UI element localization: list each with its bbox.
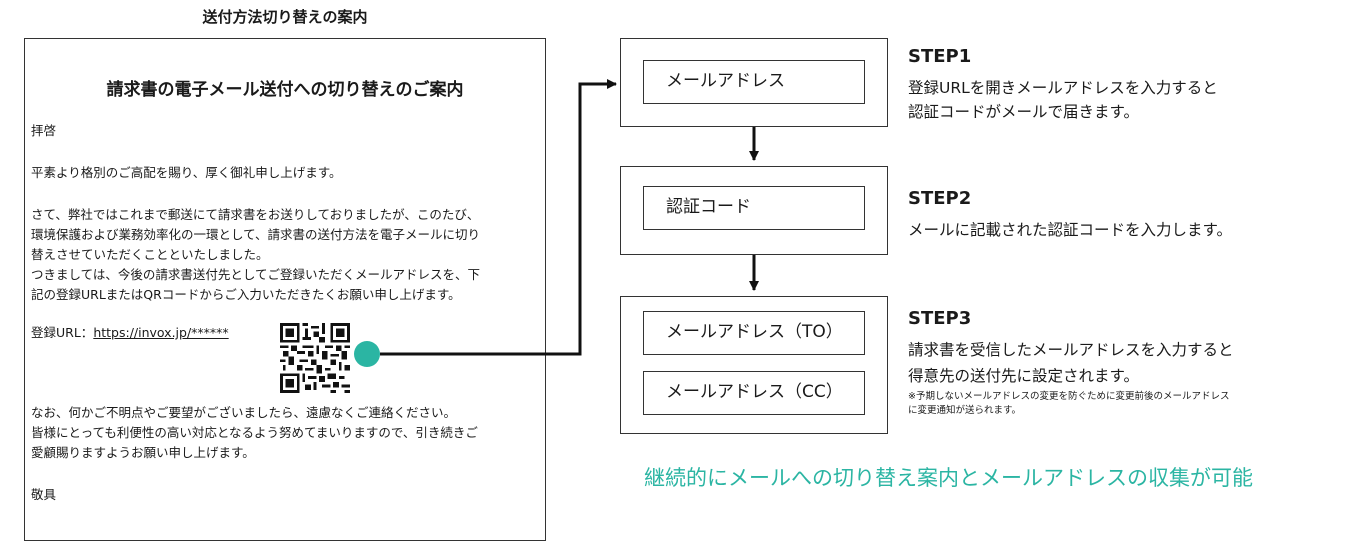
registration-url-row: 登録URL：https://invox.jp/******	[31, 323, 229, 343]
letter-body-line: つきましては、今後の請求書送付先としてご登録いただくメールアドレスを、下	[31, 267, 481, 282]
step3-note-line: に変更通知が送られます。	[908, 405, 1022, 416]
letter-body-line: 記の登録URLまたはQRコードからご入力いただきたくお願い申し上げます。	[31, 287, 461, 302]
step1-desc-line: 登録URLを開きメールアドレスを入力すると	[908, 79, 1218, 97]
letter-body-line: さて、弊社ではこれまで郵送にて請求書をお送りしておりましたが、このたび、	[31, 207, 480, 222]
step1-panel: メールアドレス	[620, 38, 888, 127]
step1-desc-line: 認証コードがメールで届きます。	[908, 103, 1139, 121]
letter-body-line: 愛顧賜りますようお願い申し上げます。	[31, 445, 255, 460]
email-cc-field[interactable]: メールアドレス（CC）	[643, 371, 865, 415]
step3-title: STEP3	[908, 308, 972, 329]
email-to-field[interactable]: メールアドレス（TO）	[643, 311, 865, 355]
qr-to-step1-arrow	[380, 79, 617, 356]
letter-body-line: 皆様にとっても利便性の高い対応となるよう努めてまいりますので、引き続きご	[31, 425, 478, 440]
step2-title: STEP2	[908, 188, 972, 209]
diagram-caption: 送付方法切り替えの案内	[202, 8, 368, 26]
email-field[interactable]: メールアドレス	[643, 60, 865, 104]
letter-closing: 敬具	[31, 487, 57, 502]
step3-desc-line: 得意先の送付先に設定されます。	[908, 367, 1139, 385]
step3-panel: メールアドレス（TO） メールアドレス（CC）	[620, 296, 888, 434]
letter-greeting: 平素より格別のご高配を賜り、厚く御礼申し上げます。	[31, 165, 342, 180]
step3-note-line: ※予期しないメールアドレスの変更を防ぐために変更前後のメールアドレス	[908, 391, 1230, 402]
letter-body-line: なお、何かご不明点やご要望がございましたら、遠慮なくご連絡ください。	[31, 405, 457, 420]
connector-start-dot	[354, 341, 380, 367]
step1-title: STEP1	[908, 46, 972, 67]
verification-code-field[interactable]: 認証コード	[643, 186, 865, 230]
qr-code-icon[interactable]	[280, 323, 350, 393]
letter-document: 請求書の電子メール送付への切り替えのご案内 拝啓 平素より格別のご高配を賜り、厚…	[24, 38, 546, 541]
letter-body-line: 環境保護および業務効率化の一環として、請求書の送付方法を電子メールに切り	[31, 227, 481, 242]
letter-body-line: 替えさせていただくことといたしました。	[31, 247, 269, 262]
url-label: 登録URL：	[31, 325, 94, 340]
letter-salutation: 拝啓	[31, 123, 57, 138]
registration-url-link[interactable]: https://invox.jp/******	[93, 325, 229, 340]
step2-panel: 認証コード	[620, 166, 888, 255]
step2-desc-line: メールに記載された認証コードを入力します。	[908, 221, 1232, 239]
summary-message: 継続的にメールへの切り替え案内とメールアドレスの収集が可能	[644, 466, 1253, 490]
letter-title: 請求書の電子メール送付への切り替えのご案内	[106, 80, 464, 100]
step3-desc-line: 請求書を受信したメールアドレスを入力すると	[908, 341, 1234, 359]
